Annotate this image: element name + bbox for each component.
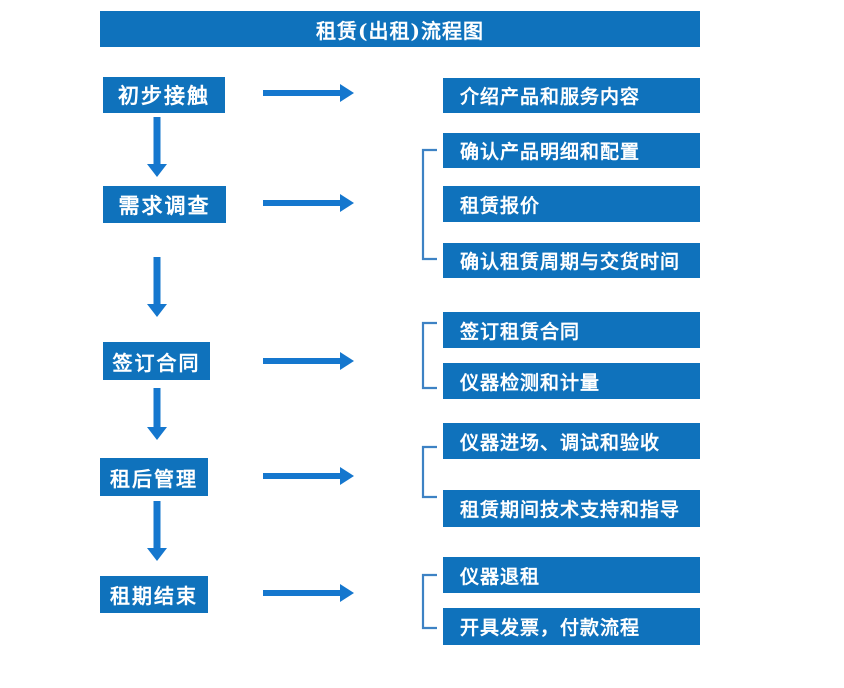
- step-box-rental-end: 租期结束: [100, 576, 208, 613]
- step-box-post-rental-management: 租后管理: [100, 458, 208, 496]
- arrow-right-step-4: [263, 467, 354, 485]
- arrow-right-step-1: [263, 84, 354, 102]
- detail-box-invoice-payment: 开具发票，付款流程: [443, 608, 700, 645]
- step-box-demand-survey: 需求调查: [103, 186, 226, 223]
- arrow-right-step-3: [263, 352, 354, 370]
- detail-box-confirm-product-config: 确认产品明细和配置: [443, 133, 700, 168]
- detail-box-confirm-rental-period: 确认租赁周期与交货时间: [443, 243, 700, 278]
- detail-box-instrument-return: 仪器退租: [443, 557, 700, 593]
- arrow-down-1: [147, 117, 167, 177]
- diagram-title: 租赁(出租)流程图: [100, 11, 700, 47]
- step-box-sign-contract: 签订合同: [103, 342, 210, 380]
- bracket-group-3: [421, 321, 437, 390]
- arrow-down-3: [147, 388, 167, 440]
- arrow-right-step-5: [263, 584, 354, 602]
- step-box-initial-contact: 初步接触: [103, 77, 225, 113]
- bracket-group-4: [421, 445, 437, 499]
- detail-box-sign-rental-contract: 签订租赁合同: [443, 312, 700, 348]
- bracket-group-5: [421, 573, 437, 630]
- detail-box-introduce-products: 介绍产品和服务内容: [443, 78, 700, 113]
- arrow-right-step-2: [263, 194, 354, 212]
- detail-box-tech-support: 租赁期间技术支持和指导: [443, 490, 700, 527]
- detail-box-instrument-testing: 仪器检测和计量: [443, 363, 700, 399]
- detail-box-instrument-entry-acceptance: 仪器进场、调试和验收: [443, 423, 700, 459]
- bracket-group-2: [421, 148, 437, 261]
- arrow-down-2: [147, 257, 167, 317]
- detail-box-rental-quote: 租赁报价: [443, 186, 700, 222]
- arrow-down-4: [147, 501, 167, 561]
